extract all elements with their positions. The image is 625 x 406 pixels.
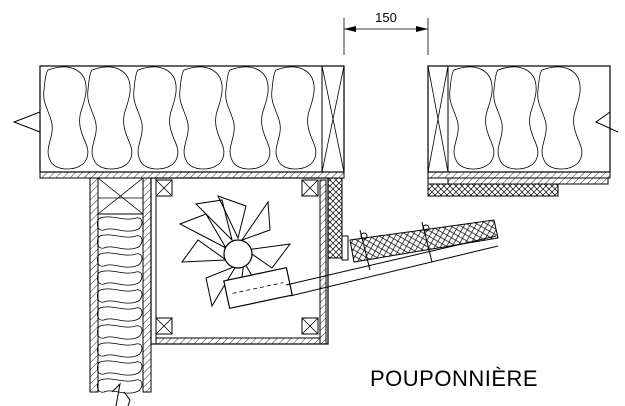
room-label: POUPONNIÈRE bbox=[370, 366, 538, 391]
fan-icon bbox=[178, 195, 293, 310]
exhaust-duct bbox=[285, 219, 499, 297]
partition-wall bbox=[89, 177, 152, 406]
ceiling-insulation-right bbox=[427, 65, 619, 173]
dimension-value: 150 bbox=[375, 10, 397, 25]
dimension-line: 150 bbox=[343, 10, 429, 55]
ventilation-bulkhead bbox=[150, 177, 349, 345]
ceiling-insulation-left bbox=[12, 65, 345, 173]
